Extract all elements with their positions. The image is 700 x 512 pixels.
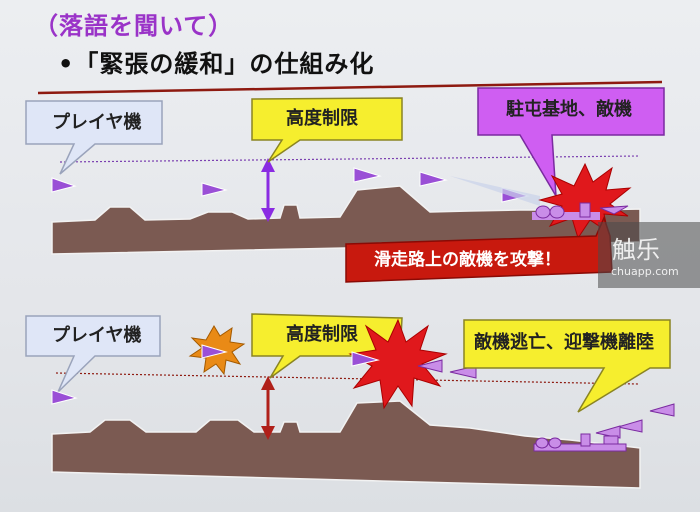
altitude-label-bottom: 高度制限 <box>286 324 358 345</box>
player-label-bottom: プレイヤ機 <box>52 325 142 346</box>
base-label-top: 駐屯基地、敵機 <box>506 99 632 120</box>
callout-escape-bottom <box>463 319 671 413</box>
enemy-plane-icon <box>649 403 675 417</box>
callout-altitude-bottom <box>251 313 403 379</box>
explosion-icon <box>348 318 448 410</box>
callout-altitude-top <box>251 97 403 163</box>
double-arrow-icon <box>261 158 275 222</box>
callout-base-top <box>477 87 665 197</box>
lecture-title: （落語を聞いて） <box>34 12 234 40</box>
player-plane-icon <box>201 344 228 359</box>
slide-title: •「緊張の緩和」の仕組み化 <box>58 50 375 78</box>
escape-label-bottom: 敵機逃亡、迎撃機離陸 <box>474 332 654 353</box>
altitude-label-top: 高度制限 <box>286 108 358 129</box>
altitude-limit-line-top <box>59 155 641 163</box>
enemy-plane-icon <box>417 359 443 373</box>
hangar-icon <box>532 202 600 220</box>
callout-player-bottom <box>25 315 161 393</box>
player-label-top: プレイヤ機 <box>52 112 142 133</box>
enemy-plane-icon <box>617 419 643 433</box>
callout-player-top <box>25 100 163 175</box>
player-plane-icon <box>351 351 380 367</box>
player-plane-icon <box>353 167 382 183</box>
enemy-plane-icon <box>599 205 629 215</box>
altitude-limit-line-bottom <box>55 372 639 385</box>
attack-label: 滑走路上の敵機を攻撃！ <box>374 250 561 270</box>
player-plane-icon <box>419 171 448 187</box>
title-rule <box>37 80 663 95</box>
hangar-icon <box>533 433 627 452</box>
light-beam <box>450 176 540 206</box>
watermark-url: chuapp.com <box>611 265 679 278</box>
player-plane-icon <box>51 389 78 405</box>
player-plane-icon <box>51 177 77 193</box>
watermark-box <box>598 222 700 288</box>
player-plane-icon <box>201 182 228 197</box>
enemy-plane-icon <box>449 365 477 379</box>
double-arrow-icon <box>261 376 275 440</box>
watermark-logo: 触乐 <box>612 236 660 264</box>
